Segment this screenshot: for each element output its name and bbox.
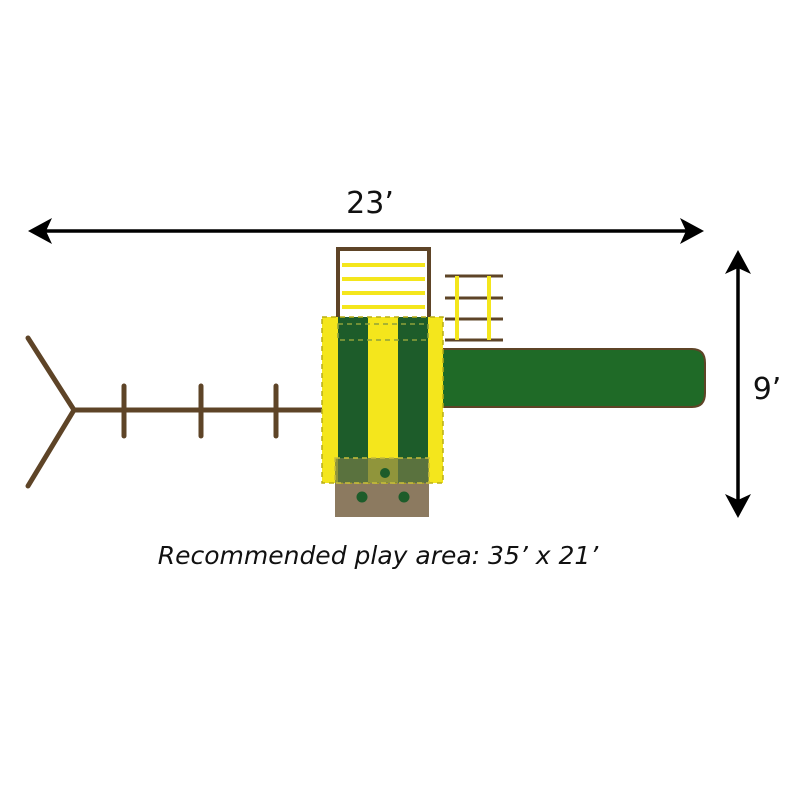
- play-area-caption: Recommended play area: 35’ x 21’: [158, 541, 600, 570]
- a-frame-leg-top: [25, 335, 77, 413]
- slide: [441, 348, 706, 408]
- canopy-green-stripe-right: [398, 317, 428, 483]
- canopy-shaded-band-outline: [334, 457, 430, 484]
- canopy-inner-dash-top: [337, 323, 429, 341]
- width-arrow-left-head: [28, 218, 52, 244]
- swing-beam: [25, 335, 325, 489]
- sandbox-seat-right: [398, 491, 410, 503]
- sandbox: [335, 482, 429, 517]
- depth-arrow-top-head: [725, 250, 751, 274]
- depth-dimension: 9’: [725, 250, 781, 518]
- depth-label: 9’: [753, 372, 782, 407]
- climbing-ramp: [336, 247, 431, 321]
- width-arrow-right-head: [680, 218, 704, 244]
- tower-canopy: [321, 316, 444, 484]
- sandbox-seat-left: [356, 491, 368, 503]
- slide-body: [441, 348, 706, 408]
- sandbox-area: [335, 482, 429, 517]
- depth-arrow-bottom-head: [725, 494, 751, 518]
- width-dimension: 23’: [28, 186, 704, 244]
- canopy-center-peg: [380, 468, 390, 478]
- canopy-green-stripe-left: [338, 317, 368, 483]
- width-label: 23’: [346, 186, 394, 221]
- a-frame-leg-bottom: [25, 407, 77, 489]
- canopy-outline: [321, 316, 444, 484]
- ladder: [445, 274, 503, 342]
